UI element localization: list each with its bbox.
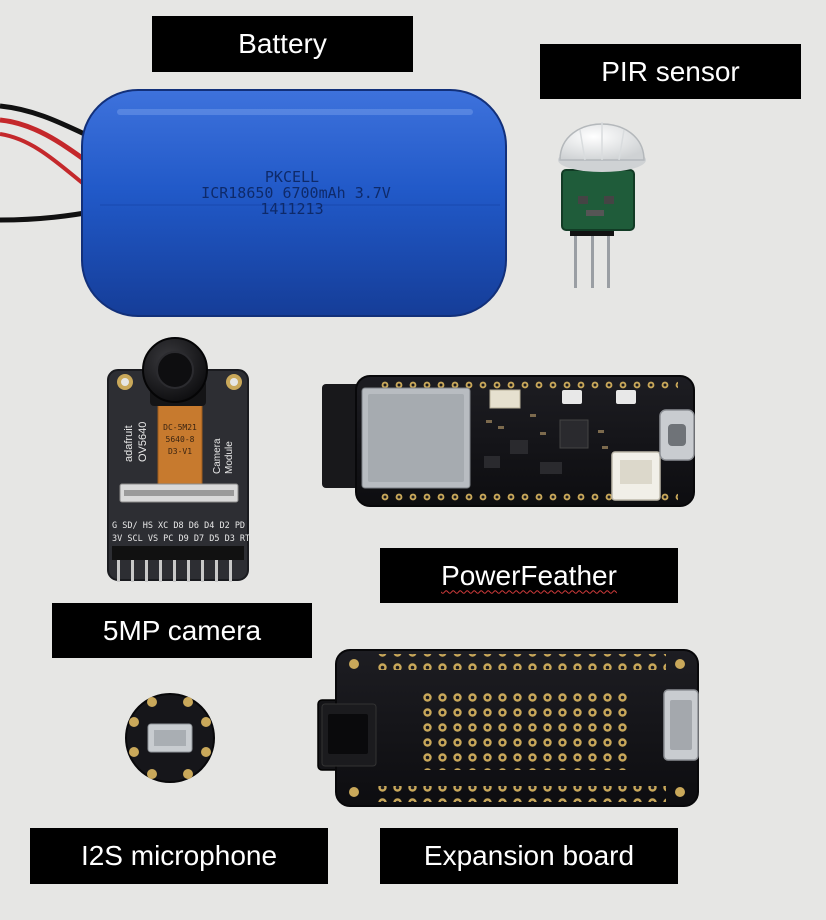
label-expansion-board: Expansion board [380,828,678,884]
camera-brand: adafruit [123,425,135,462]
battery-brand: PKCELL [265,168,319,186]
i2s-microphone [125,693,215,783]
camera-module-text-1: Camera [212,438,223,474]
label-battery: Battery [152,16,413,72]
powerfeather-board [322,375,695,507]
battery-spec: ICR18650 6700mAh 3.7V [201,184,391,202]
flex-marking-1: DC-5M21 [163,423,197,432]
expansion-board [317,649,699,807]
flex-marking-2: 5640-8 [166,435,195,444]
pir-sensor [558,122,646,288]
camera-model: OV5640 [137,422,149,462]
camera-module: DC-5M21 5640-8 D3-V1 adafruit OV5640 Cam… [107,337,250,582]
label-powerfeather: PowerFeather [380,548,678,603]
label-pir-sensor: PIR sensor [540,44,801,99]
label-microphone: I2S microphone [30,828,328,884]
battery-code: 1411213 [260,200,323,218]
label-camera: 5MP camera [52,603,312,658]
label-powerfeather-text: PowerFeather [441,559,617,591]
flex-marking-3: D3-V1 [168,447,192,456]
camera-module-text-2: Module [224,441,235,474]
camera-pins-top: G SD/ HS XC D8 D6 D4 D2 PD [112,521,245,531]
battery-pack: PKCELL ICR18650 6700mAh 3.7V 1411213 [0,89,507,317]
camera-pins-bottom: 3V SCL VS PC D9 D7 D5 D3 RT [112,534,250,544]
